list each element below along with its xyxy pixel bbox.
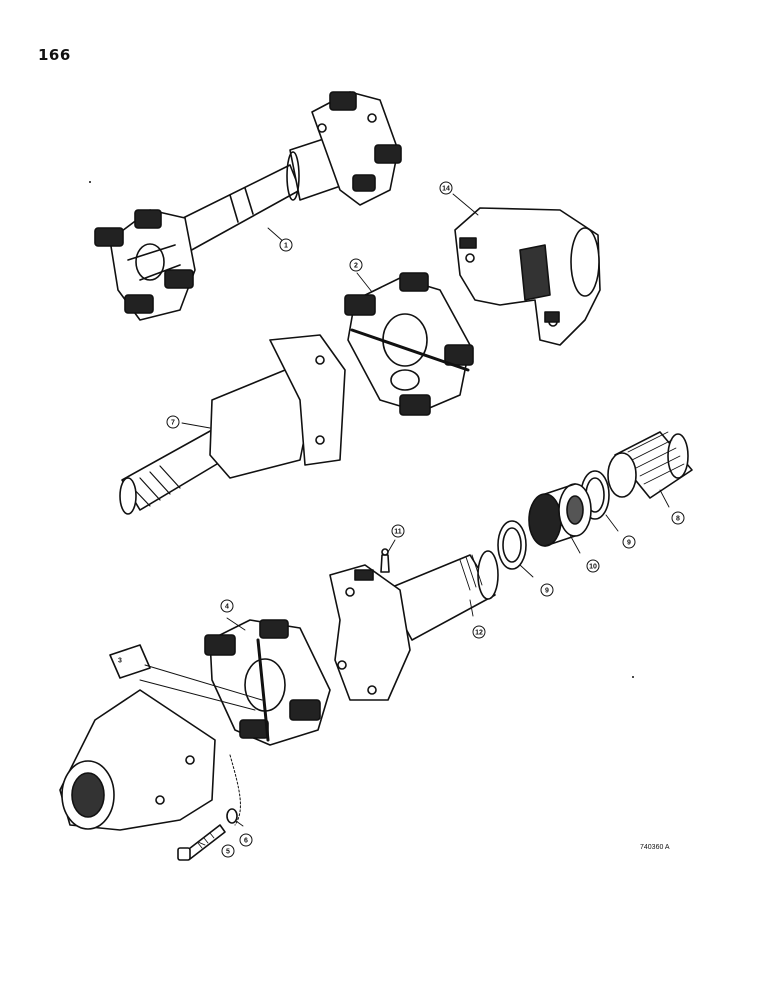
svg-text:11: 11 (394, 529, 402, 536)
svg-text:9: 9 (545, 588, 549, 595)
svg-text:3: 3 (118, 658, 122, 665)
bearing (528, 483, 592, 547)
slip-yoke (454, 207, 601, 346)
callout-9-lower: 9 (540, 583, 554, 597)
universal-joint-cross (344, 272, 474, 416)
universal-joint-cross-lower (204, 619, 331, 746)
svg-text:10: 10 (589, 564, 597, 571)
grease-fitting (380, 548, 390, 573)
svg-text:6: 6 (244, 838, 248, 845)
figure-reference-code: 740360 A (640, 844, 670, 851)
callout-9-upper: 9 (622, 535, 636, 549)
svg-text:9: 9 (627, 540, 631, 547)
yoke-with-threaded-shaft (329, 550, 499, 701)
svg-text:5: 5 (226, 849, 230, 856)
callout-1: 1 (279, 238, 293, 252)
svg-text:8: 8 (676, 516, 680, 523)
cap-screw (177, 824, 226, 861)
bolt-detail-leader (109, 644, 263, 711)
stub-shaft-with-flange (119, 334, 346, 515)
svg-text:1: 1 (284, 243, 288, 250)
callout-8: 8 (671, 511, 685, 525)
washer-lower (497, 520, 527, 570)
callout-3: 3 (115, 655, 125, 665)
svg-text:2: 2 (354, 263, 358, 270)
callout-4: 4 (220, 599, 234, 613)
callout-6: 6 (239, 833, 253, 847)
svg-text:12: 12 (475, 630, 483, 637)
callout-12: 12 (472, 625, 486, 639)
callout-14: 14 (439, 181, 453, 195)
callout-5: 5 (221, 844, 235, 858)
callout-11: 11 (391, 524, 405, 538)
svg-text:4: 4 (225, 604, 229, 611)
callout-7: 7 (166, 415, 180, 429)
drive-shaft-assembly (94, 91, 402, 321)
threaded-collar (607, 431, 693, 499)
scan-speck (89, 181, 91, 183)
page-number: 166 (38, 46, 71, 64)
flange-yoke-splined (59, 689, 241, 831)
callout-10: 10 (586, 559, 600, 573)
lock-washer (226, 808, 238, 824)
scan-speck (632, 676, 634, 678)
svg-text:14: 14 (442, 186, 450, 193)
callout-2: 2 (349, 258, 363, 272)
svg-text:7: 7 (171, 420, 175, 427)
